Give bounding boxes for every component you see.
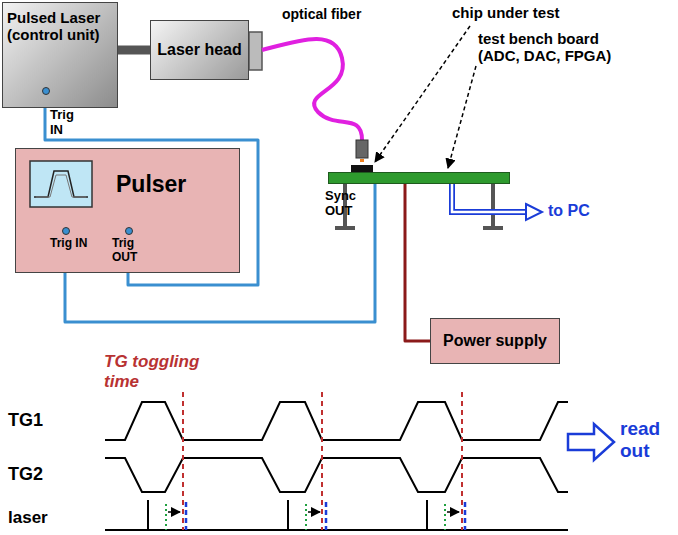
board-leg <box>491 184 495 228</box>
test-bench-board: Sync OUT <box>328 172 510 184</box>
node-text: Sync OUT <box>325 189 365 219</box>
node-text: Power supply <box>439 328 551 354</box>
fiber-connector <box>356 140 368 158</box>
readout-arrow <box>568 424 614 460</box>
node-text: Pulser <box>116 171 186 197</box>
toggle-marker <box>183 392 462 530</box>
label-text: read out <box>620 418 672 462</box>
label-text: TG toggling time <box>104 352 234 391</box>
laser-delay-start <box>166 504 445 530</box>
pulse-trace <box>36 175 86 197</box>
label-text: to PC <box>548 202 590 220</box>
arrow-head <box>526 204 542 220</box>
power-supply-box: Power supply <box>430 318 560 364</box>
timing-waveforms <box>105 402 568 530</box>
node-text: Trig OUT <box>112 237 150 265</box>
label-text: optical fiber <box>282 6 361 22</box>
laser-control-box: Pulsed Laser (control unit) <box>2 2 118 108</box>
laser-delay-end <box>186 502 465 530</box>
optical-fiber <box>262 39 362 140</box>
data-link <box>452 184 528 212</box>
label-text: TG2 <box>8 464 43 485</box>
node-text: Pulsed Laser (control unit) <box>3 3 117 50</box>
label-text: laser <box>8 508 48 528</box>
label-text: chip under test <box>452 4 560 21</box>
node-text: Trig IN <box>50 237 88 251</box>
pulser-box: PulserTrig IN Trig OUT <box>15 148 240 273</box>
laser-lens <box>249 32 262 70</box>
laser-head-box: Laser head <box>150 20 249 80</box>
connector-dot <box>126 228 133 235</box>
node-text: Laser head <box>153 37 245 63</box>
label-text: test bench board (ADC, DAC, FPGA) <box>478 30 628 65</box>
scope-screen <box>30 161 92 207</box>
leader-line <box>448 66 476 168</box>
pulse-trace <box>34 171 88 197</box>
board-foot <box>483 226 503 230</box>
label-text: Trig IN <box>50 108 84 138</box>
board-foot <box>335 226 355 230</box>
cable <box>118 46 150 55</box>
cable <box>405 184 430 341</box>
laser-trig-port <box>36 81 56 101</box>
label-text: TG1 <box>8 410 43 431</box>
delay-arrow <box>168 511 459 513</box>
connector-dot <box>63 228 70 235</box>
connector-dot <box>43 88 50 95</box>
